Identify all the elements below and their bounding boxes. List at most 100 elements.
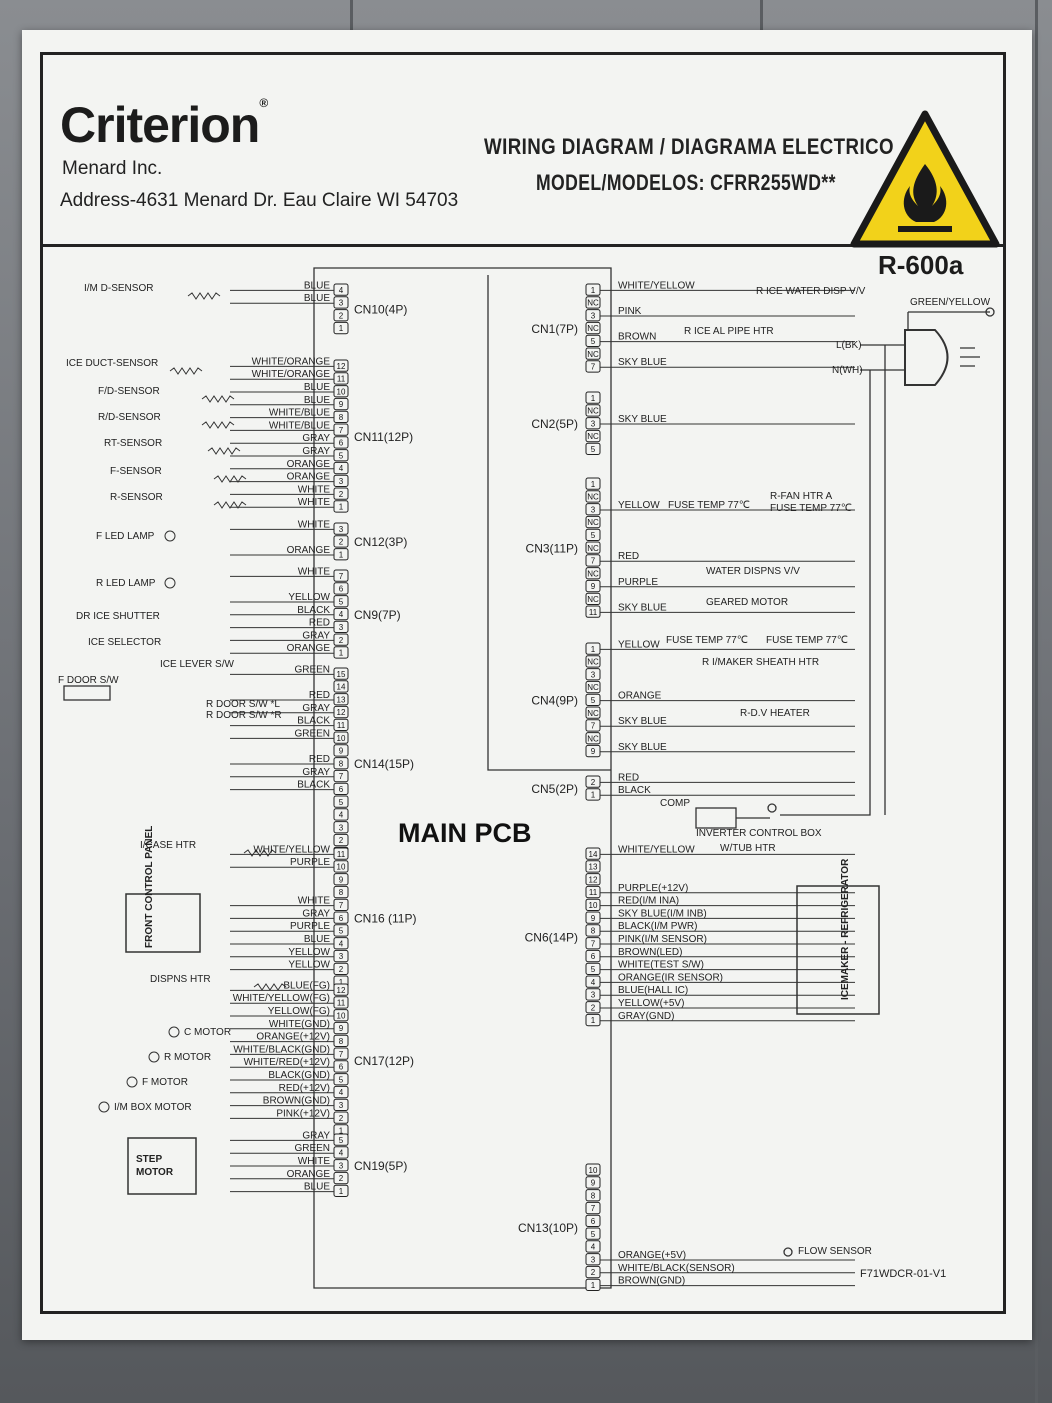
connector-pin — [333, 680, 349, 693]
pin-number: 3 — [339, 1161, 344, 1170]
pin-number: 5 — [339, 451, 344, 460]
wire-color-label: RED(I/M INA) — [618, 896, 679, 907]
component-label-fuse-temp-c: FUSE TEMP 77℃ — [666, 635, 748, 646]
pin-number: 6 — [339, 439, 344, 448]
wire-color-label: BLACK — [618, 785, 651, 796]
connector-pin — [585, 334, 601, 348]
diagram-border — [40, 52, 1006, 1314]
connector-pin — [333, 757, 349, 770]
connector-pin — [333, 808, 349, 821]
pin-number: 7 — [339, 426, 344, 435]
motor-icon — [98, 1101, 110, 1113]
pin-number: 12 — [337, 986, 346, 995]
pin-number: 9 — [339, 1024, 344, 1033]
pin-number: 6 — [591, 952, 596, 961]
connector-pin — [333, 436, 349, 449]
pin-number: 5 — [591, 445, 596, 454]
wire-color-label: BROWN(GND) — [618, 1276, 685, 1287]
connector-pin — [333, 983, 349, 996]
pin-number: 7 — [591, 363, 596, 372]
connector-pin — [585, 477, 601, 490]
connector-label: CN9(7P) — [354, 608, 401, 622]
connector-pin — [585, 847, 601, 860]
connector-cn5-2p-: 21 — [585, 775, 601, 801]
pin-number: 3 — [591, 311, 596, 320]
pin-number: 9 — [339, 875, 344, 884]
wire-color-label: GREEN — [294, 664, 330, 675]
component-label: I/M D-SENSOR — [84, 283, 153, 294]
pin-number: 2 — [591, 1268, 596, 1277]
pin-number: 3 — [339, 952, 344, 961]
pin-number: NC — [587, 709, 599, 718]
wire-color-label: SKY BLUE — [618, 742, 667, 753]
connector-pin — [585, 732, 601, 745]
connector-pin — [333, 1098, 349, 1111]
connector-pin — [333, 962, 349, 976]
lamp-icon — [164, 577, 176, 589]
connector-pin — [333, 911, 349, 924]
wire-color-label: GRAY(GND) — [618, 1011, 674, 1022]
connector-pin — [585, 554, 601, 567]
connector-pin — [333, 744, 349, 757]
pin-number: 3 — [591, 1255, 596, 1264]
connector-pin — [333, 487, 349, 500]
connector-pin — [585, 719, 601, 732]
pin-number: 7 — [339, 772, 344, 781]
wire-color-label: BLUE — [304, 934, 330, 945]
wire-color-label: GRAY — [302, 630, 330, 641]
connector-pin — [333, 731, 349, 744]
document-code: F71WDCR-01-V1 — [860, 1268, 947, 1280]
connector-pin — [333, 1021, 349, 1035]
pin-number: 5 — [339, 927, 344, 936]
connector-pin — [333, 795, 349, 808]
component-label-ice-water-disp: R ICE WATER DISP V/V — [756, 286, 866, 297]
wire-color-label: WHITE — [298, 497, 331, 508]
component-label-rfan-htr: R-FAN HTR A — [770, 491, 833, 502]
pin-number: 12 — [337, 708, 346, 717]
pin-number: 1 — [591, 480, 596, 489]
connector-pin — [333, 1085, 349, 1099]
pin-number: 10 — [337, 387, 346, 396]
pin-number: 13 — [337, 695, 346, 704]
wire-color-label: WHITE/YELLOW — [618, 280, 695, 291]
pin-number: 9 — [591, 747, 596, 756]
wire-color-label: SKY BLUE(I/M INB) — [618, 908, 707, 919]
connector-pin — [333, 423, 349, 436]
connector-pin — [585, 788, 601, 801]
company-address: Address-4631 Menard Dr. Eau Claire WI 54… — [60, 190, 459, 211]
connector-pin — [333, 535, 349, 548]
connector-pin — [333, 595, 349, 608]
connector-pin — [585, 404, 601, 417]
wire-color-label: ORANGE — [287, 472, 331, 483]
pin-number: 2 — [339, 490, 344, 499]
connector-pin — [333, 620, 349, 634]
pin-number: 4 — [339, 939, 344, 948]
pin-number: 5 — [591, 1230, 596, 1239]
flammable-warning-icon — [850, 110, 1000, 248]
pin-number: 10 — [589, 901, 598, 910]
pin-number: 8 — [339, 888, 344, 897]
pin-number: 1 — [591, 1281, 596, 1290]
pin-number: NC — [587, 432, 599, 441]
wire-color-label: YELLOW(+5V) — [618, 998, 684, 1009]
pin-number: 4 — [339, 811, 344, 820]
pin-number: 4 — [339, 1088, 344, 1097]
wire-color-label: BLACK(GND) — [268, 1070, 330, 1081]
pin-number: 1 — [339, 1187, 344, 1196]
pin-number: 5 — [339, 597, 344, 606]
pin-number: 11 — [337, 721, 346, 730]
pin-number: 2 — [591, 778, 596, 787]
connector-pin — [333, 646, 349, 659]
connector-pin — [585, 1227, 601, 1240]
connector-pin — [585, 962, 601, 976]
pin-number: 9 — [591, 1179, 596, 1188]
component-label-ice-al-pipe: R ICE AL PIPE HTR — [684, 326, 774, 337]
connector-pin — [333, 821, 349, 834]
pin-number: 5 — [591, 965, 596, 974]
pin-number: 11 — [337, 375, 346, 384]
connector-pin — [585, 541, 601, 554]
